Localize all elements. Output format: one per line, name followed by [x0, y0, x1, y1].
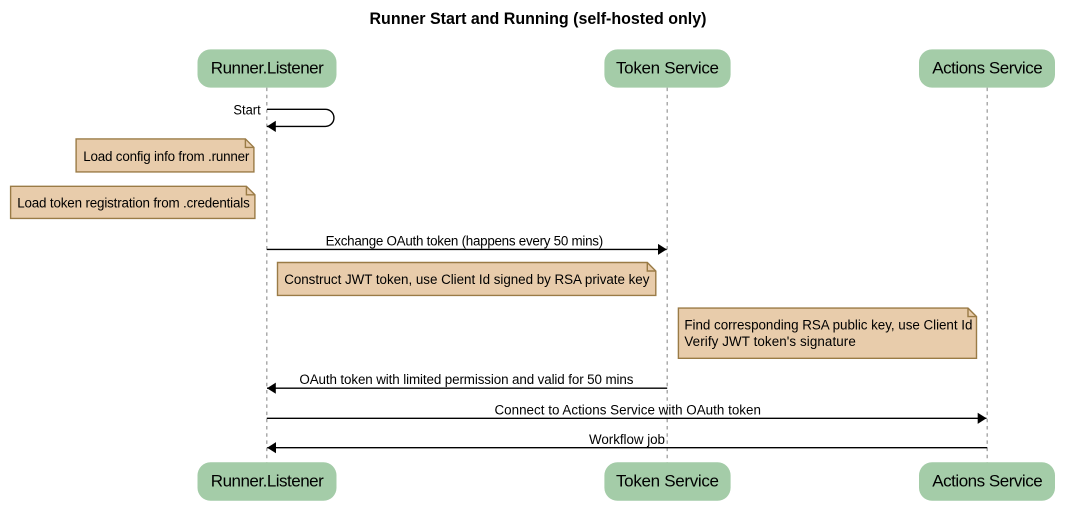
- svg-text:Connect to Actions Service wit: Connect to Actions Service with OAuth to…: [495, 402, 761, 417]
- svg-text:Actions Service: Actions Service: [932, 471, 1042, 490]
- svg-text:Runner.Listener: Runner.Listener: [211, 58, 324, 77]
- svg-text:Find corresponding RSA public: Find corresponding RSA public key, use C…: [684, 318, 972, 333]
- svg-text:Token Service: Token Service: [616, 471, 719, 490]
- svg-text:OAuth token with limited permi: OAuth token with limited permission and …: [299, 372, 633, 387]
- svg-text:Load config info from .runner: Load config info from .runner: [83, 149, 250, 164]
- svg-text:Exchange OAuth token (happens: Exchange OAuth token (happens every 50 m…: [326, 233, 604, 248]
- svg-text:Workflow job: Workflow job: [589, 432, 665, 447]
- svg-text:Token Service: Token Service: [616, 58, 719, 77]
- svg-text:Actions Service: Actions Service: [932, 58, 1042, 77]
- svg-text:Runner Start and Running (self: Runner Start and Running (self-hosted on…: [370, 9, 707, 28]
- svg-text:Construct JWT token, use Clien: Construct JWT token, use Client Id signe…: [284, 272, 649, 287]
- svg-text:Verify JWT token's signature: Verify JWT token's signature: [684, 334, 855, 349]
- svg-text:Load token registration from .: Load token registration from .credential…: [17, 196, 250, 211]
- svg-text:Start: Start: [233, 103, 261, 118]
- svg-text:Runner.Listener: Runner.Listener: [211, 471, 324, 490]
